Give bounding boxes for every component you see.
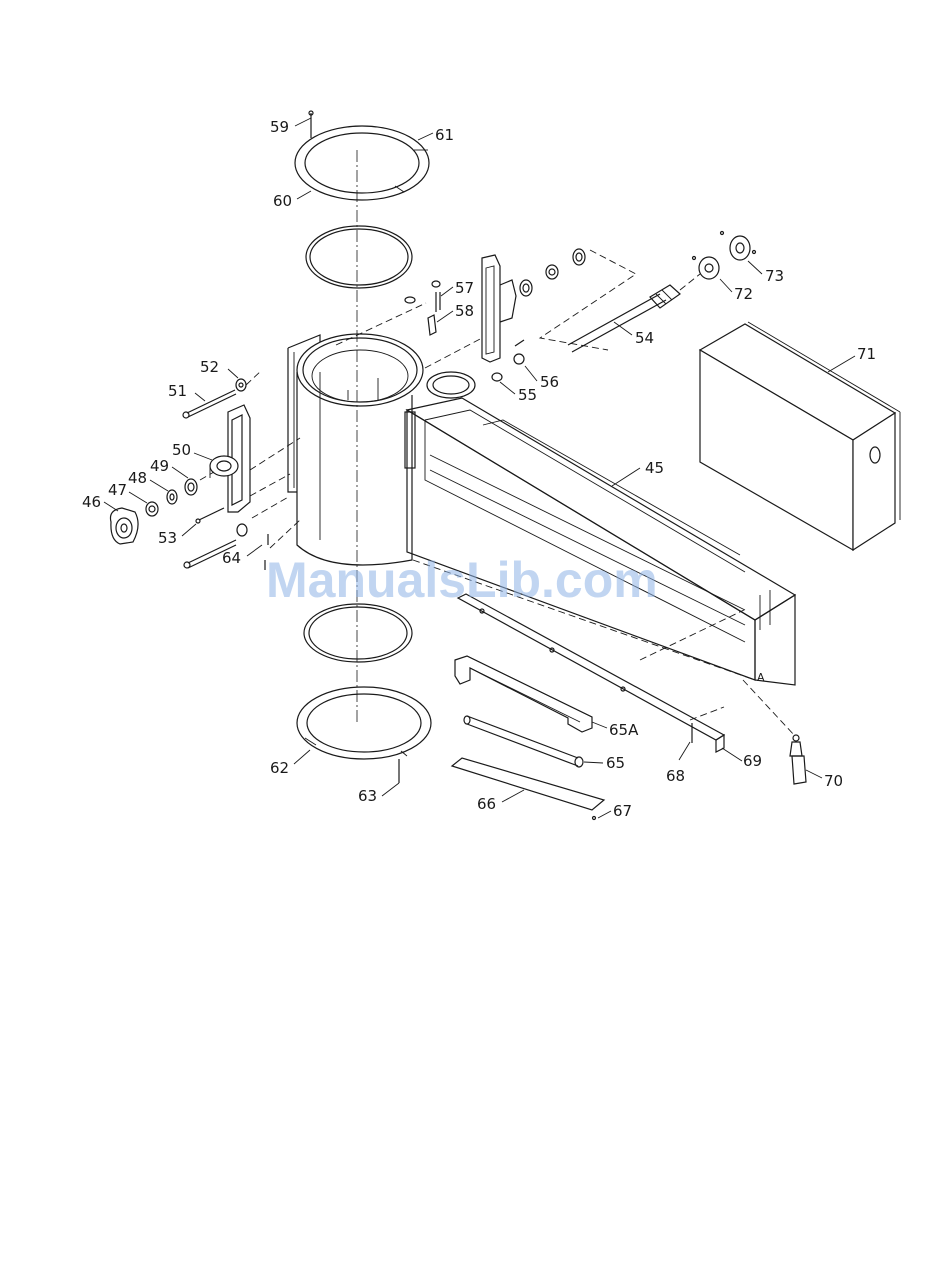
washer-48 (167, 490, 177, 504)
callout-50: 50 (172, 441, 191, 459)
callout-46: 46 (82, 493, 101, 511)
callout-69: 69 (743, 752, 762, 770)
top-split-ring (295, 126, 429, 200)
plate-66 (452, 758, 604, 820)
upper-column-ring (306, 226, 412, 288)
mounting-plate-50 (210, 405, 250, 512)
washer-55 (492, 373, 502, 381)
bolt-53 (196, 508, 224, 523)
callout-65A: 65A (609, 721, 639, 739)
handle-65A (455, 656, 592, 732)
callout-73: 73 (765, 267, 784, 285)
callout-58: 58 (455, 302, 474, 320)
rod-65 (464, 716, 583, 767)
callout-67: 67 (613, 802, 632, 820)
callout-65: 65 (606, 754, 625, 772)
callout-52: 52 (200, 358, 219, 376)
callout-57: 57 (455, 279, 474, 297)
screw-57 (432, 281, 440, 312)
callout-56: 56 (540, 373, 559, 391)
callout-47: 47 (108, 481, 127, 499)
watermark-text: ManualsLib.com (266, 552, 658, 608)
column-tube (288, 334, 423, 565)
callout-54: 54 (635, 329, 654, 347)
shaft-54 (568, 285, 680, 352)
callout-51: 51 (168, 382, 187, 400)
nut-52 (236, 379, 246, 391)
label-a-marker: A (757, 671, 765, 684)
callout-45: 45 (645, 459, 664, 477)
callout-61: 61 (435, 126, 454, 144)
washer-58 (405, 297, 436, 335)
callout-53: 53 (158, 529, 177, 547)
nut-56 (514, 340, 524, 364)
bottom-split-ring (297, 687, 431, 759)
bearing-47 (146, 502, 158, 516)
callout-72: 72 (734, 285, 753, 303)
bearing-row (520, 249, 585, 296)
callout-59: 59 (270, 118, 289, 136)
callout-62: 62 (270, 759, 289, 777)
lower-column-ring (304, 604, 412, 662)
callout-60: 60 (273, 192, 292, 210)
callout-66: 66 (477, 795, 496, 813)
hub-46 (110, 508, 138, 544)
bearing-49 (185, 479, 197, 495)
handwheel-72 (693, 257, 720, 280)
callout-71: 71 (857, 345, 876, 363)
callout-48: 48 (128, 469, 147, 487)
screw-59 (309, 111, 313, 138)
callout-70: 70 (824, 772, 843, 790)
callout-63: 63 (358, 787, 377, 805)
callout-55: 55 (518, 386, 537, 404)
callout-68: 68 (666, 767, 685, 785)
handwheel-73 (721, 232, 756, 261)
callout-49: 49 (150, 457, 169, 475)
vertical-bracket (482, 255, 516, 362)
callout-64: 64 (222, 549, 241, 567)
